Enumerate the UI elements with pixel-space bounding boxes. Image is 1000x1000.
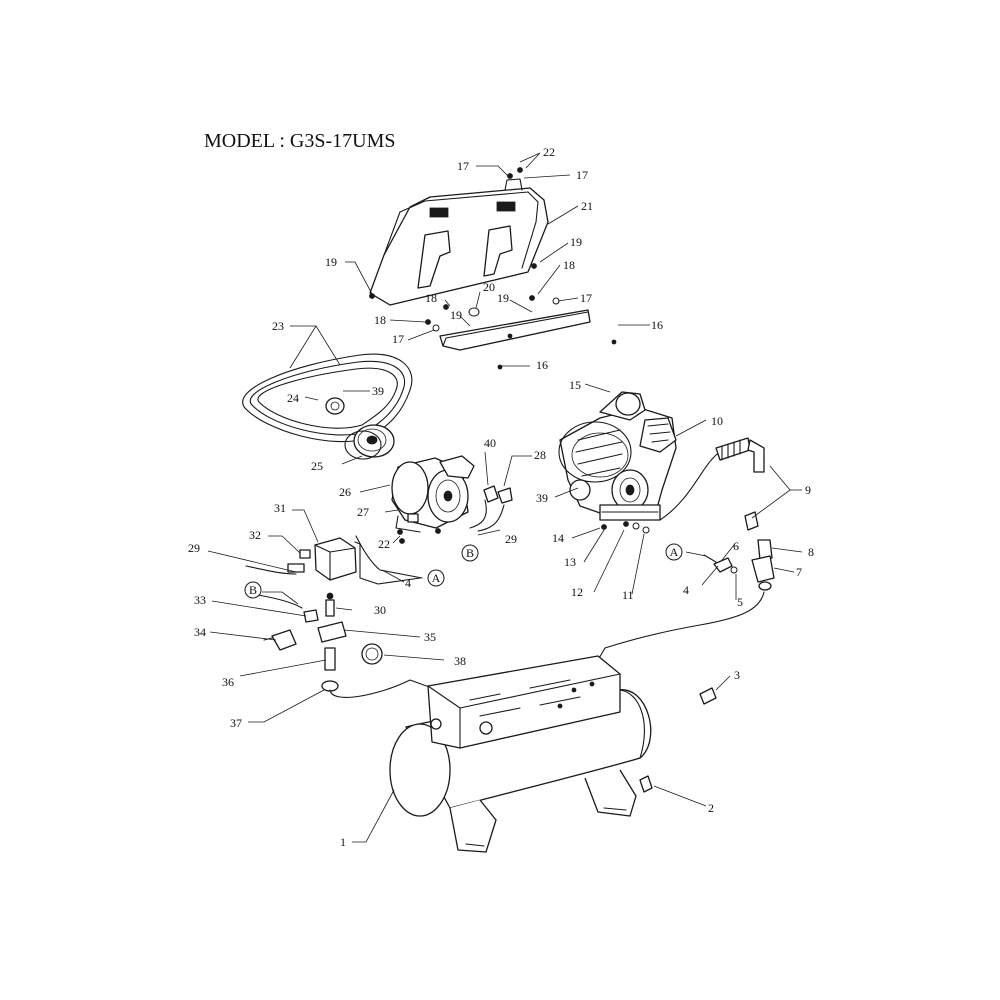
part-label-37: 37	[230, 716, 242, 730]
part-label-38: 38	[454, 654, 466, 668]
part-label-15: 15	[569, 378, 581, 392]
part-label-16: 16	[651, 318, 663, 332]
air-pump	[558, 391, 677, 534]
part-label-1: 1	[340, 835, 346, 849]
part-label-30: 30	[374, 603, 386, 617]
part-label-19: 19	[570, 235, 582, 249]
connector-a-label-2: A	[670, 545, 679, 559]
part-label-13: 13	[564, 555, 576, 569]
part-label-6: 6	[733, 539, 739, 553]
part-label-14: 14	[552, 531, 564, 545]
part-label-12: 12	[571, 585, 583, 599]
part-label-17: 17	[457, 159, 469, 173]
unloader-line	[245, 565, 297, 575]
part-label-29: 29	[188, 541, 200, 555]
manifold-tee	[263, 609, 433, 698]
part-label-25: 25	[311, 459, 323, 473]
part-label-5: 5	[737, 595, 743, 609]
part-label-22: 22	[378, 537, 390, 551]
part-label-16: 16	[536, 358, 548, 372]
part-label-4: 4	[683, 583, 689, 597]
part-label-9: 9	[805, 483, 811, 497]
check-valve	[703, 511, 775, 591]
connector-a-label-1: A	[432, 571, 441, 585]
connector-b-marker-1	[461, 544, 479, 562]
part-label-11: 11	[622, 588, 634, 602]
part-label-20: 20	[483, 280, 495, 294]
part-label-10: 10	[711, 414, 723, 428]
part-label-36: 36	[222, 675, 234, 689]
part-label-18: 18	[425, 291, 437, 305]
guard-bracket	[439, 309, 591, 351]
part-label-19: 19	[450, 308, 462, 322]
part-label-19: 19	[325, 255, 337, 269]
part-label-7: 7	[796, 565, 802, 579]
part-label-27: 27	[357, 505, 369, 519]
part-label-8: 8	[808, 545, 814, 559]
connector-markers: A A B B	[244, 543, 683, 599]
part-label-34: 34	[194, 625, 206, 639]
part-label-18: 18	[374, 313, 386, 327]
part-label-2: 2	[708, 801, 714, 815]
part-label-32: 32	[249, 528, 261, 542]
part-label-35: 35	[424, 630, 436, 644]
tank-feed-line	[597, 591, 765, 661]
part-label-3: 3	[734, 668, 740, 682]
part-label-17: 17	[392, 332, 404, 346]
unloader-connector	[355, 535, 423, 579]
electric-motor	[391, 455, 475, 544]
part-label-19: 19	[497, 291, 509, 305]
part-label-39: 39	[536, 491, 548, 505]
leader-lines	[207, 152, 803, 843]
part-label-28: 28	[534, 448, 546, 462]
part-label-18: 18	[563, 258, 575, 272]
part-label-39: 39	[372, 384, 384, 398]
pressure-switch	[287, 537, 421, 617]
part-label-26: 26	[339, 485, 351, 499]
connector-b-marker-2	[244, 581, 262, 599]
belt-guard	[369, 178, 549, 306]
drive-belt	[242, 353, 413, 443]
part-label-24: 24	[287, 391, 299, 405]
part-label-17: 17	[576, 168, 588, 182]
part-label-33: 33	[194, 593, 206, 607]
part-number-labels: 17 22 17 21 19 19 18 20 17 18 19 18 19 1…	[188, 145, 814, 849]
part-label-17: 17	[580, 291, 592, 305]
part-label-22: 22	[543, 145, 555, 159]
motor-pulley	[344, 424, 395, 460]
part-label-29: 29	[505, 532, 517, 546]
part-label-31: 31	[274, 501, 286, 515]
power-cord	[469, 485, 513, 532]
part-label-40: 40	[484, 436, 496, 450]
connector-b-label-1: B	[466, 546, 474, 560]
part-label-4: 4	[405, 576, 411, 590]
air-tank	[389, 655, 652, 853]
part-label-23: 23	[272, 319, 284, 333]
tank-fitting	[699, 687, 717, 705]
connector-a-marker-2	[665, 543, 683, 561]
connector-a-marker-1	[427, 569, 445, 587]
connector-b-label-2: B	[249, 583, 257, 597]
drain-valve	[639, 775, 653, 793]
discharge-tube	[659, 437, 765, 521]
part-label-21: 21	[581, 199, 593, 213]
pulley-hub	[325, 397, 345, 415]
unloader-tube	[257, 594, 303, 609]
model-title: MODEL : G3S-17UMS	[204, 130, 396, 152]
